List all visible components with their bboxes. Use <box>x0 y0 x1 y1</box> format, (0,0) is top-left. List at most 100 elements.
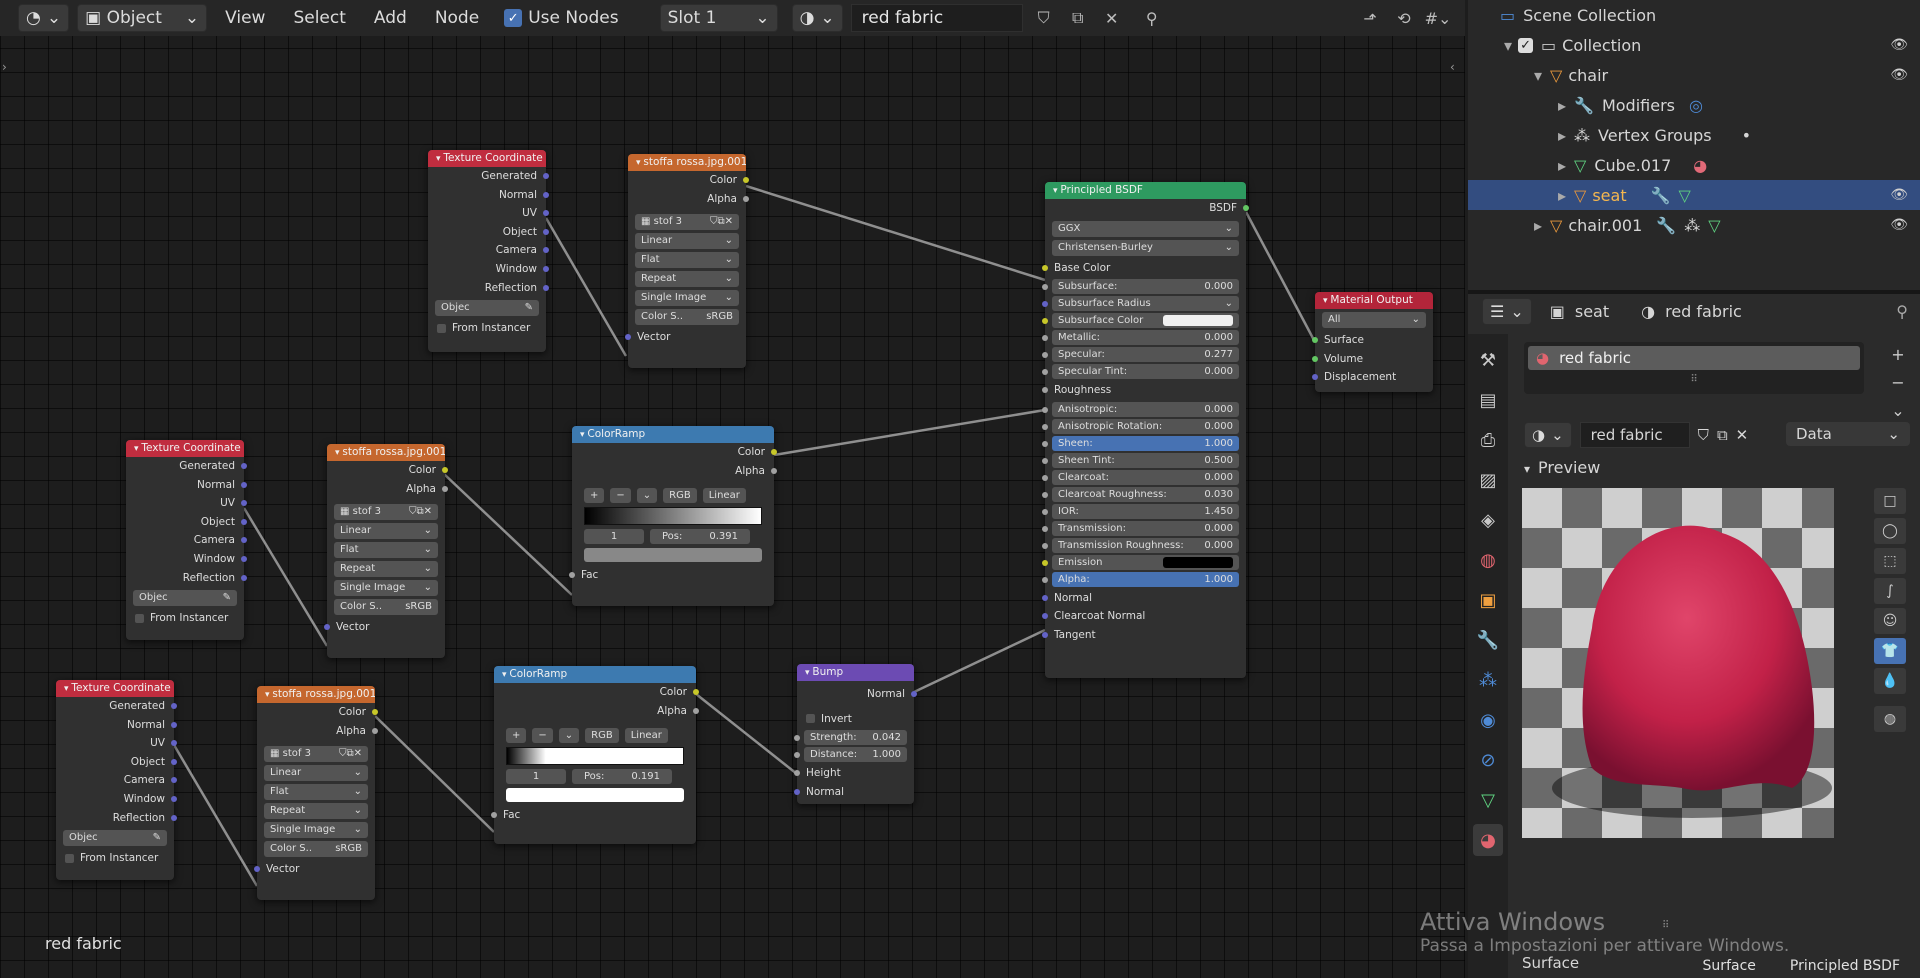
socket-alpha[interactable]: Alpha <box>494 702 699 721</box>
socket-alpha[interactable]: Alpha <box>257 722 378 741</box>
socket-dot[interactable] <box>241 500 247 507</box>
object-field[interactable]: Objec✎ <box>435 300 539 317</box>
socket-surface[interactable]: Surface <box>1312 331 1433 350</box>
context-object[interactable]: seat <box>1574 301 1610 321</box>
color-swatch[interactable] <box>1163 315 1233 327</box>
socket-dot[interactable] <box>372 727 378 734</box>
node-image-texture-1[interactable]: stoffa rossa.jpg.001 Color Alpha ▦ stof … <box>625 154 749 368</box>
socket-dot[interactable] <box>911 691 917 697</box>
add-slot-icon[interactable]: + <box>1891 344 1905 364</box>
socket-dot[interactable] <box>794 752 800 759</box>
expand-icon[interactable]: ▾ <box>1534 65 1543 85</box>
extension-dropdown[interactable]: Repeat <box>334 561 438 578</box>
socket-normal-out[interactable]: Normal <box>797 685 917 704</box>
eye-icon[interactable]: 👁 <box>1890 37 1908 53</box>
socket-dot[interactable] <box>372 709 378 715</box>
node-principled-bsdf[interactable]: Principled BSDF BSDF GGX Christensen-Bur… <box>1042 182 1249 678</box>
ramp-menu-icon[interactable]: ⌄ <box>636 488 658 504</box>
socket-dot[interactable] <box>241 555 247 562</box>
image-actions-icon[interactable]: ⛉⧉✕ <box>709 216 733 228</box>
socket-color[interactable]: Color <box>628 171 749 190</box>
render-tab-icon[interactable]: ▤ <box>1479 389 1497 411</box>
slot-dropdown[interactable]: Slot 1⌄ <box>659 4 778 32</box>
socket-object[interactable]: Object <box>428 223 549 242</box>
editor-type-button[interactable]: ☰⌄ <box>1482 297 1532 325</box>
ramp-stop-color[interactable] <box>584 548 762 563</box>
invert-checkbox[interactable]: Invert <box>797 710 914 729</box>
socket-dot[interactable] <box>543 191 549 198</box>
socket-dot[interactable] <box>171 703 177 709</box>
socket-color[interactable]: Color <box>494 683 699 702</box>
socket-dot[interactable] <box>254 866 260 873</box>
bsdf-param-row[interactable]: Transmission:0.000 <box>1042 520 1239 536</box>
node-header[interactable]: Texture Coordinate <box>56 680 174 697</box>
socket-dot[interactable] <box>1042 613 1048 620</box>
outliner-modifiers[interactable]: ▸🔧Modifiers◎ <box>1468 90 1920 120</box>
socket-dot[interactable] <box>171 758 177 765</box>
resize-handle-icon[interactable]: ⠿ <box>1662 920 1670 931</box>
socket-dot[interactable] <box>171 721 177 728</box>
node-editor[interactable]: ◔⌄ ▣ Object ⌄ View Select Add Node ✓Use … <box>0 0 1465 978</box>
socket-dot[interactable] <box>241 537 247 544</box>
projection-dropdown[interactable]: Flat <box>264 784 368 801</box>
socket-dot[interactable] <box>324 624 330 631</box>
socket-tangent[interactable]: Tangent <box>1042 626 1246 645</box>
socket-dot[interactable] <box>794 735 800 742</box>
socket-window[interactable]: Window <box>56 790 177 809</box>
menu-view[interactable]: View <box>225 8 266 28</box>
socket-dot[interactable] <box>743 195 749 202</box>
ramp-menu-icon[interactable]: ⌄ <box>558 728 580 744</box>
image-datablock-row[interactable]: ▦ stof 3⛉⧉✕ <box>635 214 739 231</box>
remove-slot-icon[interactable]: − <box>1891 372 1905 392</box>
node-material-output[interactable]: Material Output All Surface Volume Displ… <box>1312 292 1433 392</box>
socket-vector[interactable]: Vector <box>324 618 445 637</box>
checkbox-icon[interactable]: ✓ <box>1518 37 1534 53</box>
eye-icon[interactable]: 👁 <box>1890 217 1908 233</box>
outliner-vertex-groups[interactable]: ▸⁂Vertex Groups• <box>1468 120 1920 150</box>
view-layer-tab-icon[interactable]: ▨ <box>1479 469 1497 491</box>
socket-dot[interactable] <box>171 795 177 802</box>
menu-node[interactable]: Node <box>434 8 480 28</box>
target-dropdown[interactable]: All <box>1322 312 1426 328</box>
node-header[interactable]: Texture Coordinate <box>428 150 546 167</box>
socket-dot[interactable] <box>1042 542 1048 549</box>
eyedropper-icon[interactable]: ✎ <box>222 592 231 604</box>
socket-dot[interactable] <box>171 814 177 821</box>
eye-icon[interactable]: 👁 <box>1890 67 1908 83</box>
socket-color[interactable]: Color <box>257 703 378 722</box>
color-space-row[interactable]: Color S..sRGB <box>334 599 438 616</box>
bsdf-param-row[interactable]: Specular Tint:0.000 <box>1042 364 1239 380</box>
node-texture-coordinate-3[interactable]: Texture Coordinate Generated Normal UV O… <box>56 680 177 880</box>
socket-dot[interactable] <box>491 812 497 819</box>
outliner-chair-001[interactable]: ▸▽chair.001🔧⁂▽👁 <box>1468 210 1920 240</box>
pin-icon[interactable]: ⚲ <box>1896 301 1908 321</box>
close-icon[interactable]: ✕ <box>1104 8 1119 28</box>
node-header[interactable]: ColorRamp <box>572 426 774 443</box>
socket-dot[interactable] <box>241 481 247 488</box>
checkbox-icon[interactable] <box>135 613 144 623</box>
socket-dot[interactable] <box>1243 205 1249 211</box>
socket-dot[interactable] <box>543 247 549 254</box>
socket-dot[interactable] <box>1042 406 1048 413</box>
projection-dropdown[interactable]: Flat <box>334 542 438 559</box>
material-browse-button[interactable]: ◑⌄ <box>1524 422 1572 448</box>
socket-normal[interactable]: Normal <box>126 476 247 495</box>
bsdf-param-row[interactable]: Anisotropic:0.000 <box>1042 401 1239 417</box>
socket-dot[interactable] <box>1042 335 1048 342</box>
outliner-collection[interactable]: ▾✓▭Collection👁 <box>1468 30 1920 60</box>
socket-dot[interactable] <box>1042 457 1048 464</box>
area-divider[interactable] <box>1468 290 1920 294</box>
node-image-texture-2[interactable]: stoffa rossa.jpg.001 Color Alpha ▦ stof … <box>324 444 448 658</box>
socket-height[interactable]: Height <box>794 764 914 783</box>
bsdf-param-row[interactable]: Specular:0.277 <box>1042 347 1239 363</box>
color-space-row[interactable]: Color S..sRGB <box>635 309 739 326</box>
data-tab-icon[interactable]: ▽ <box>1481 789 1495 811</box>
outliner-chair[interactable]: ▾▽chair👁 <box>1468 60 1920 90</box>
material-browse-button[interactable]: ◑⌄ <box>791 4 843 32</box>
bsdf-param-row[interactable]: IOR:1.450 <box>1042 503 1239 519</box>
socket-fac[interactable]: Fac <box>569 566 774 585</box>
socket-dot[interactable] <box>1042 440 1048 447</box>
bsdf-param-row[interactable]: Metallic:0.000 <box>1042 330 1239 346</box>
close-icon[interactable]: ✕ <box>1735 426 1749 444</box>
